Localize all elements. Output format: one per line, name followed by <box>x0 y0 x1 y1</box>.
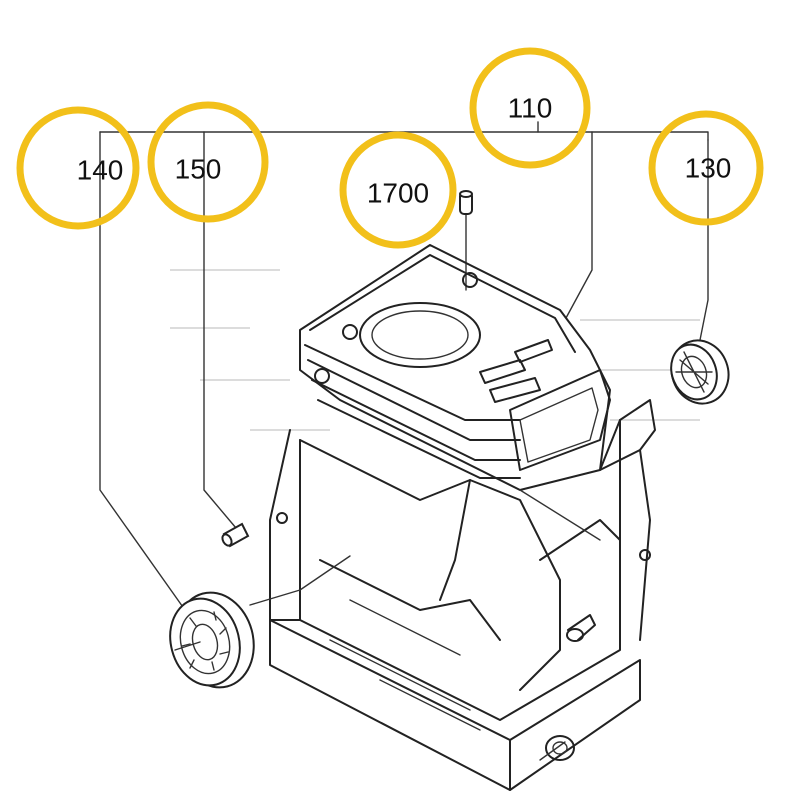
cylinder-head <box>299 244 611 491</box>
callout-labels: 110 130 140 150 1700 <box>77 92 732 208</box>
callout-rings <box>16 47 764 249</box>
callout-label-150: 150 <box>175 153 222 184</box>
callout-ring-140 <box>16 106 140 230</box>
callout-label-140: 140 <box>77 154 124 185</box>
dowel-pin-1700 <box>459 190 473 215</box>
callout-label-110: 110 <box>508 92 553 123</box>
bearing-140 <box>169 591 255 689</box>
callout-label-1700: 1700 <box>367 177 429 208</box>
background-ghost-lines <box>170 269 720 431</box>
crankcase <box>249 399 656 791</box>
callout-label-130: 130 <box>685 152 732 183</box>
callout-ring-130 <box>648 110 764 226</box>
callout-ring-1700 <box>339 131 457 249</box>
callout-ring-150 <box>147 101 269 223</box>
oil-seal-130 <box>670 339 730 405</box>
callout-ring-110 <box>469 47 591 169</box>
dowel-pin-150 <box>221 522 250 548</box>
leader-lines <box>99 121 709 611</box>
